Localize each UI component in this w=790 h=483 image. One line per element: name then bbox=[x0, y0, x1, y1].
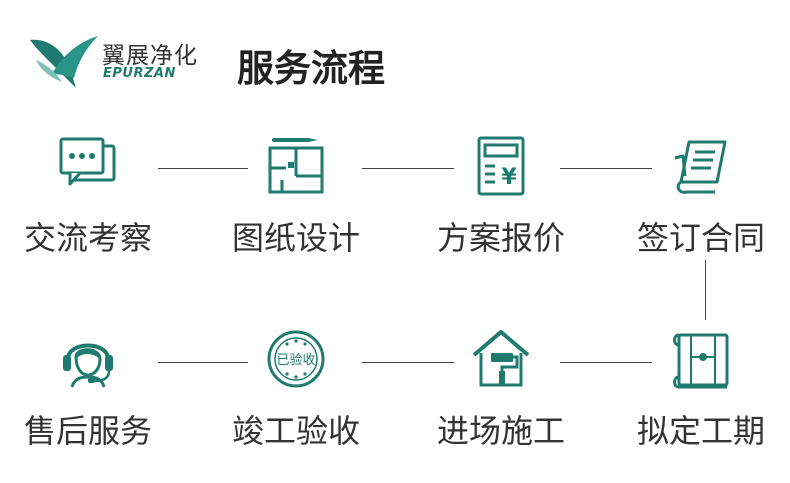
flow-step-label: 拟定工期 bbox=[636, 412, 765, 450]
stamp-text: 已验收 bbox=[276, 352, 315, 368]
page-title: 服务流程 bbox=[237, 47, 385, 90]
connector-line-1-2 bbox=[158, 168, 248, 169]
flow-step-label: 售后服务 bbox=[23, 412, 152, 450]
contract-document-icon bbox=[674, 140, 727, 194]
connector-line-7-8 bbox=[158, 362, 248, 363]
schedule-map-icon bbox=[673, 333, 729, 389]
brand-name-cn: 翼展净化 bbox=[102, 43, 198, 69]
flow-step-schedule: 拟定工期 bbox=[621, 329, 781, 459]
flow-step-label: 进场施工 bbox=[436, 412, 565, 450]
connector-line-5-6 bbox=[560, 362, 652, 363]
chat-bubbles-icon bbox=[59, 137, 116, 186]
price-calculator-icon: ¥ bbox=[477, 136, 525, 196]
connector-line-2-3 bbox=[362, 168, 454, 169]
connector-line-4-5 bbox=[705, 260, 706, 320]
flow-step-after-sales: 售后服务 bbox=[8, 329, 168, 459]
house-paint-roller-icon bbox=[472, 330, 530, 387]
flow-step-label: 签订合同 bbox=[636, 219, 765, 257]
flow-step-construction: 进场施工 bbox=[421, 329, 581, 459]
flow-step-label: 交流考察 bbox=[23, 219, 152, 257]
flow-step-acceptance: 已验收 竣工验收 bbox=[216, 329, 376, 459]
brand-logo: 翼展净化 EPURZAN bbox=[28, 30, 218, 92]
acceptance-stamp-icon: 已验收 bbox=[267, 330, 325, 388]
flow-step-quotation: ¥ 方案报价 bbox=[421, 136, 581, 266]
connector-line-3-4 bbox=[560, 168, 652, 169]
flow-step-label: 图纸设计 bbox=[231, 219, 360, 257]
flow-step-consultation: 交流考察 bbox=[8, 136, 168, 266]
flow-step-label: 竣工验收 bbox=[231, 412, 360, 450]
brand-logo-icon bbox=[30, 36, 98, 88]
flow-step-label: 方案报价 bbox=[436, 219, 565, 257]
floor-plan-icon bbox=[268, 138, 324, 194]
flow-step-design: 图纸设计 bbox=[216, 136, 376, 266]
headset-support-icon bbox=[63, 343, 113, 388]
flow-step-contract: 签订合同 bbox=[621, 136, 781, 266]
connector-line-6-7 bbox=[362, 362, 454, 363]
price-symbol: ¥ bbox=[501, 165, 517, 190]
brand-name-en: EPURZAN bbox=[103, 66, 176, 81]
